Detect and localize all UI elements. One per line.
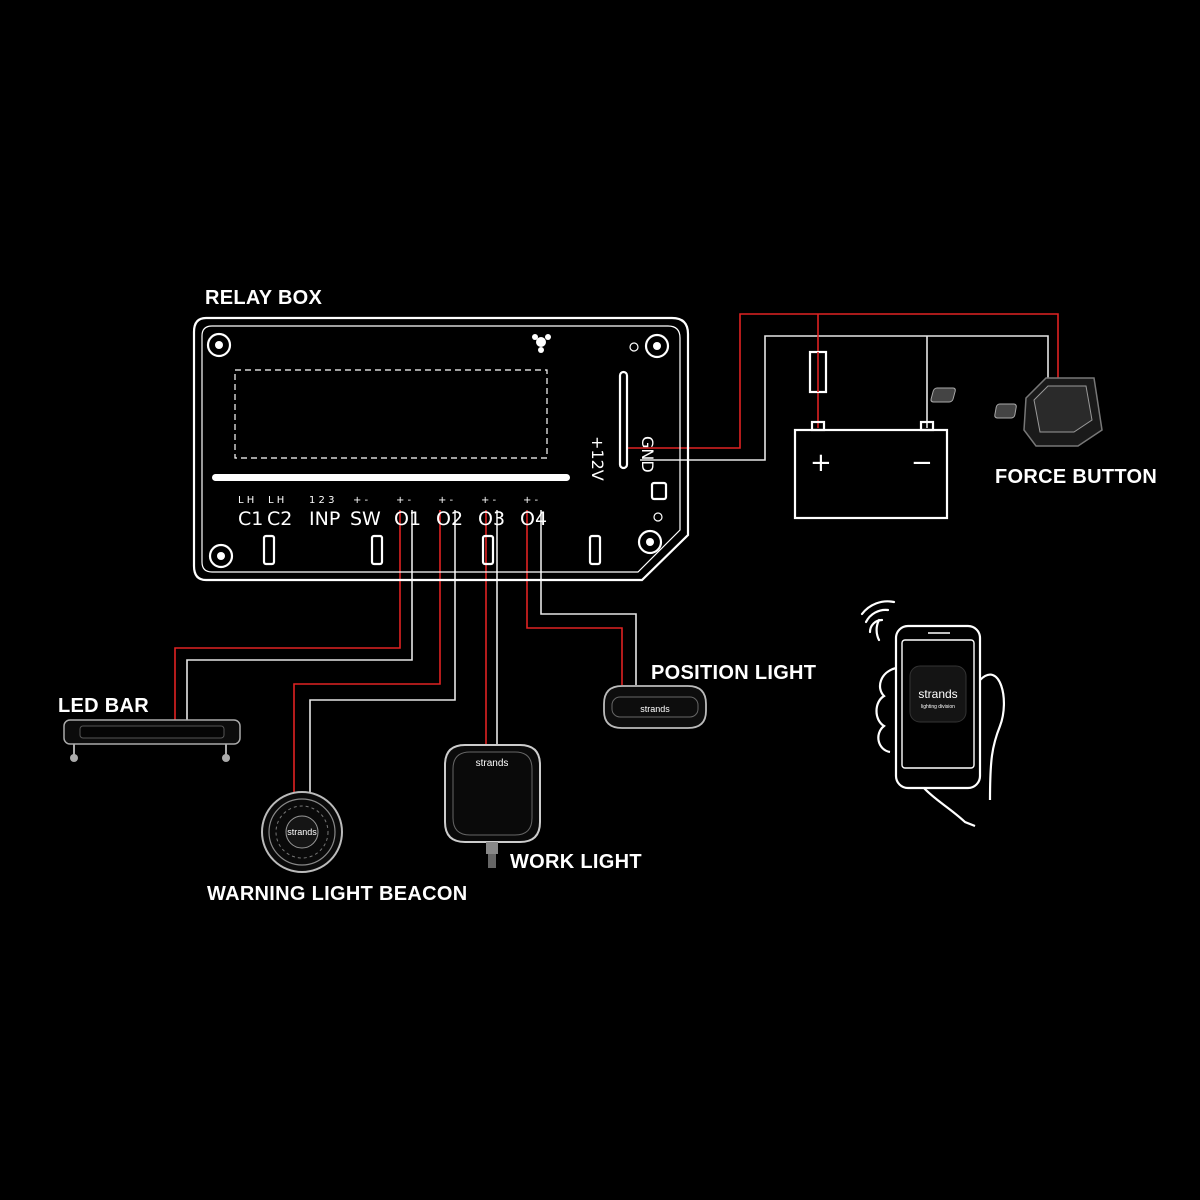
app-icon <box>909 665 967 723</box>
relay-box-outline <box>192 316 690 582</box>
wire-o2-negative <box>309 510 456 792</box>
wifi-icon <box>860 600 896 642</box>
hand-phone-icon: strands lighting division <box>875 624 1005 828</box>
pins-o2: + - <box>438 495 454 506</box>
terminal-inp: INP <box>309 508 340 530</box>
terminal-o2: O2 <box>436 508 463 530</box>
mount-hole-bottom-left <box>208 543 234 569</box>
wire-12v-positive <box>628 313 1059 449</box>
force-button <box>930 377 1103 447</box>
work-light-logo: strands <box>476 758 509 769</box>
phone-screen <box>901 639 975 769</box>
mount-hole-top-right <box>644 333 670 359</box>
divider-slot <box>212 474 570 481</box>
label-position-light: POSITION LIGHT <box>651 662 816 684</box>
wire-o1-negative <box>186 510 413 720</box>
battery-plus: + <box>810 448 832 478</box>
vertical-slot <box>618 370 629 470</box>
warning-light-beacon: strands <box>261 791 343 873</box>
terminal-o4: O4 <box>520 508 547 530</box>
phone-logo: strands <box>918 687 957 701</box>
battery-icon: + − <box>793 420 949 520</box>
pins-c1: L H <box>238 495 254 506</box>
phone-tagline: lighting division <box>921 704 955 710</box>
label-relay-box: RELAY BOX <box>205 287 323 309</box>
relay-box-inner-outline <box>201 325 681 573</box>
work-light: strands <box>444 744 541 868</box>
label-window <box>234 369 548 459</box>
beacon-logo: strands <box>287 827 317 837</box>
label-12v: +12V <box>588 436 607 481</box>
battery-minus: − <box>911 448 933 478</box>
small-hole-lower <box>653 512 663 522</box>
mount-hole-top-left <box>206 332 232 358</box>
wire-gnd <box>640 335 1049 461</box>
terminal-o3: O3 <box>478 508 505 530</box>
led-bar <box>63 719 241 762</box>
position-light-logo: strands <box>640 704 670 714</box>
fuse-icon <box>808 350 828 394</box>
terminal-c1: C1 <box>238 508 263 530</box>
pins-c2: L H <box>268 495 284 506</box>
mount-hole-bottom-right <box>637 529 663 555</box>
terminal-c2: C2 <box>267 508 292 530</box>
pins-o1: + - <box>396 495 412 506</box>
pins-sw: + - <box>353 495 369 506</box>
label-gnd: GND <box>638 436 657 473</box>
clip-icon <box>532 334 551 353</box>
small-hole <box>629 342 639 352</box>
wire-o2-positive <box>293 510 441 792</box>
label-work-light: WORK LIGHT <box>510 851 642 873</box>
pins-o4: + - <box>523 495 539 506</box>
terminal-o1: O1 <box>394 508 421 530</box>
wire-o4-positive <box>526 510 623 685</box>
connector-clips <box>262 481 668 566</box>
wire-o4-negative <box>540 510 637 685</box>
relay-box: L H L H 1 2 3 + - + - + - + - + - C1 C2 … <box>192 316 690 582</box>
label-warning-light-beacon: WARNING LIGHT BEACON <box>207 883 467 905</box>
terminal-sw: SW <box>350 508 381 530</box>
pins-o3: + - <box>481 495 497 506</box>
position-light: strands <box>603 685 707 729</box>
label-led-bar: LED BAR <box>58 695 149 717</box>
label-force-button: FORCE BUTTON <box>995 466 1157 488</box>
phone-body <box>894 624 982 790</box>
pins-inp: 1 2 3 <box>309 495 334 506</box>
wire-o1-positive <box>174 510 401 720</box>
